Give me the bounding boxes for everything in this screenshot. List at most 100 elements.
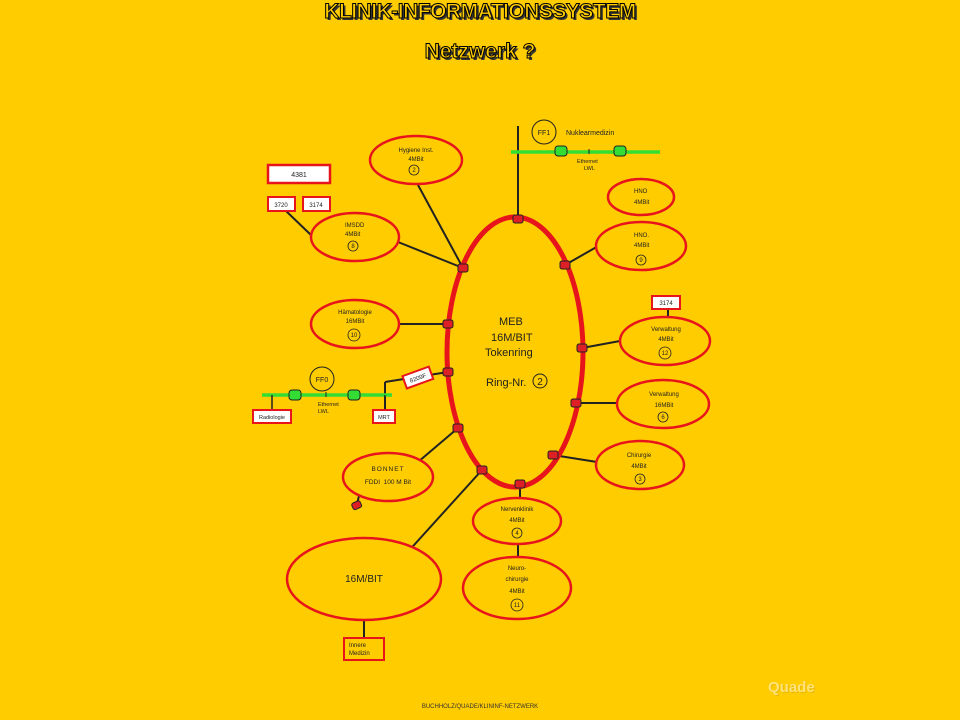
ring-connector <box>476 465 488 475</box>
box-3720[interactable]: 3720 <box>267 196 296 212</box>
radiologie-box[interactable]: Radiologie <box>252 409 292 424</box>
node-hno-1-speed: 4MBit <box>634 200 650 206</box>
bonnet-connector <box>351 500 363 511</box>
ring-type: Tokenring <box>485 347 533 359</box>
node-verwaltung-2[interactable]: Verwaltung 16MBit 6 <box>615 378 711 430</box>
node-bonnet-name: BONNET <box>371 466 404 473</box>
node-hno-1[interactable]: HNO 4MBit <box>606 177 676 217</box>
ethernet-ff1[interactable]: FF1 Nuklearmedizin Ethernet LWL <box>511 119 660 172</box>
mrt-label: MRT <box>378 415 390 421</box>
node-neurochirurgie-name1: Neuro- <box>508 566 526 572</box>
innere-line2: Medizin <box>349 651 370 657</box>
box-3174-left[interactable]: 3174 <box>302 196 331 212</box>
node-chirurgie-name: Chirurgie <box>627 453 652 459</box>
ethernet-ff0[interactable]: FF0 Ethernet LWL <box>262 366 392 415</box>
node-hno-2-name: HNO. <box>634 233 649 239</box>
box-3720-label: 3720 <box>274 203 288 209</box>
node-chirurgie-speed: 4MBit <box>631 464 647 470</box>
node-verwaltung-1-speed: 4MBit <box>658 337 674 343</box>
ring-number: 2 <box>537 377 543 388</box>
node-haematologie-ellipse <box>309 298 401 350</box>
node-haematologie[interactable]: Hämatologie 16MBit 10 <box>309 298 401 350</box>
node-haematologie-number-circle <box>347 328 361 342</box>
node-nervenklinik[interactable]: Nervenklinik 4MBit 4 <box>471 496 563 546</box>
node-hygiene-number: 2 <box>412 168 416 174</box>
ff0-label: FF0 <box>316 377 329 384</box>
node-neurochirurgie-number-circle <box>510 598 524 612</box>
node-imsdd-number: 8 <box>351 244 355 250</box>
node-nervenklinik-speed: 4MBit <box>509 518 525 524</box>
node-16mbit-ellipse <box>285 536 443 622</box>
footer-credit: BUCHHOLZ/QUADE/KLININF-NETZWERK <box>421 704 539 710</box>
node-bonnet-speed: FDDI 100 M Bit <box>365 479 411 486</box>
ff1-label: FF1 <box>538 130 551 137</box>
ring-connector <box>576 343 588 353</box>
ring-connector <box>547 450 559 460</box>
node-hno-2[interactable]: HNO. 4MBit 9 <box>594 220 688 272</box>
node-hno-2-ellipse <box>594 220 688 272</box>
node-haematologie-name: Hämatologie <box>338 310 372 316</box>
node-verwaltung-1-ellipse <box>618 315 712 367</box>
node-hygiene-number-circle <box>408 164 420 176</box>
host-box-4381[interactable]: 4381 <box>266 163 332 185</box>
node-imsdd[interactable]: IMSDD 4MBit 8 <box>309 211 401 263</box>
node-verwaltung-1-number-circle <box>658 346 672 360</box>
innere-line1: Innere <box>349 643 367 649</box>
box-8209f-label: 8209F <box>409 373 427 385</box>
node-verwaltung-2-number: 6 <box>661 415 665 421</box>
node-haematologie-number: 10 <box>351 333 358 339</box>
ring-connector <box>559 260 571 270</box>
node-16mbit[interactable]: 16M/BIT <box>285 536 443 622</box>
ring-connectors <box>442 214 588 489</box>
mrt-box[interactable]: MRT <box>372 409 396 424</box>
innere-medizin-box[interactable]: Innere Medizin <box>343 637 385 661</box>
node-neurochirurgie-ellipse <box>461 555 573 621</box>
radiologie-label: Radiologie <box>259 415 285 421</box>
node-nervenklinik-name: Nervenklinik <box>501 507 535 513</box>
node-haematologie-speed: 16MBit <box>346 319 365 325</box>
node-hno-1-name: HNO <box>634 189 648 195</box>
node-imsdd-name: IMSDD <box>345 223 365 229</box>
node-chirurgie-number-circle <box>634 473 646 485</box>
ring-connector <box>570 398 582 408</box>
node-bonnet[interactable]: BONNET FDDI 100 M Bit <box>341 451 435 511</box>
watermark: Quade <box>768 679 815 696</box>
ring-connector <box>512 214 524 224</box>
node-hno-2-speed: 4MBit <box>634 243 650 249</box>
ff1-ethernet: Ethernet <box>577 159 598 165</box>
box-3174-left-label: 3174 <box>309 203 323 209</box>
node-hygiene-speed: 4MBit <box>408 157 424 163</box>
node-nervenklinik-number-circle <box>511 527 523 539</box>
node-neurochirurgie[interactable]: Neuro- chirurgie 4MBit 11 <box>461 555 573 621</box>
ring-number-label: Ring-Nr. <box>486 377 526 389</box>
node-verwaltung-2-number-circle <box>657 411 669 423</box>
diagram-title: KLINIK-INFORMATIONSSYSTEM <box>324 0 637 24</box>
node-16mbit-label: 16M/BIT <box>345 574 383 585</box>
ring-connector <box>442 319 454 329</box>
node-hygiene[interactable]: Hygiene Inst. 4MBit 2 <box>368 134 464 186</box>
ring-connector <box>514 479 526 489</box>
node-nervenklinik-number: 4 <box>515 531 519 537</box>
node-verwaltung-1-name: Verwaltung <box>651 327 681 333</box>
node-verwaltung-1[interactable]: Verwaltung 4MBit 12 <box>618 315 712 367</box>
ring-number-circle <box>532 373 548 389</box>
node-bonnet-ellipse <box>341 451 435 503</box>
box-3174-right[interactable]: 3174 <box>651 295 681 310</box>
diagram-subtitle: Netzwerk ? <box>424 40 536 64</box>
ring-connector <box>457 263 469 273</box>
nuklearmedizin-label: Nuklearmedizin <box>566 130 614 137</box>
node-neurochirurgie-number: 11 <box>514 603 521 609</box>
node-chirurgie[interactable]: Chirurgie 4MBit 3 <box>594 439 686 491</box>
node-verwaltung-2-speed: 16MBit <box>655 403 674 409</box>
node-verwaltung-1-number: 12 <box>662 351 669 357</box>
box-8209f[interactable]: 8209F <box>401 365 435 390</box>
node-hno-2-number-circle <box>635 254 647 266</box>
node-chirurgie-ellipse <box>594 439 686 491</box>
node-verwaltung-2-ellipse <box>615 378 711 430</box>
node-imsdd-number-circle <box>347 240 359 252</box>
node-imsdd-ellipse <box>309 211 401 263</box>
ff1-lwl: LWL <box>584 166 595 172</box>
node-hygiene-name: Hygiene Inst. <box>398 148 433 154</box>
